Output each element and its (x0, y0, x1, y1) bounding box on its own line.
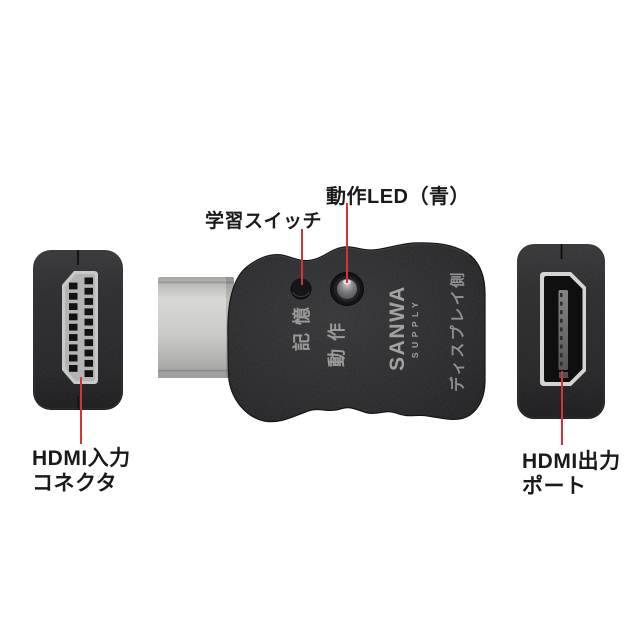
input-label-line1: HDMI入力 (32, 447, 131, 470)
contact-blade (558, 290, 568, 370)
memory-button-marking: 記憶 (292, 299, 312, 351)
led-callout-label: 動作LED（青） (326, 186, 470, 208)
memory-button (290, 278, 312, 300)
hdmi-input-connector-front-view (33, 250, 123, 410)
leader-line-switch (301, 229, 303, 285)
brand-subname: SUPPLY (410, 297, 420, 359)
socket-bottom-glint (559, 372, 568, 378)
contact-ticks (560, 293, 563, 366)
hdmi-output-port-front-view (517, 244, 605, 419)
body-top-highlight (247, 243, 470, 268)
output-label-line2: ポート (522, 475, 587, 498)
hdmi-male-plug-face (62, 271, 98, 384)
display-side-marking: ディスプレイ側 (449, 270, 467, 392)
brand-name: SANWA (386, 285, 409, 371)
output-label-line1: HDMI出力 (522, 450, 621, 473)
leader-line-output (561, 371, 563, 445)
leader-line-input (80, 377, 82, 444)
hdmi-male-plug-side (158, 277, 234, 378)
input-callout-label: HDMI入力 コネクタ (32, 446, 131, 496)
hdmi-female-socket (540, 272, 586, 386)
hdmi-adapter-side-view (158, 242, 486, 423)
output-callout-label: HDMI出力 ポート (522, 449, 621, 499)
switch-callout-label: 学習スイッチ (204, 211, 322, 232)
leader-line-led (346, 203, 348, 283)
operation-led (330, 272, 364, 306)
pin-slots (69, 277, 93, 377)
brand-logo: SANWA SUPPLY (386, 285, 420, 371)
operation-led-marking: 動作 (327, 315, 347, 367)
input-label-line2: コネクタ (32, 472, 118, 495)
